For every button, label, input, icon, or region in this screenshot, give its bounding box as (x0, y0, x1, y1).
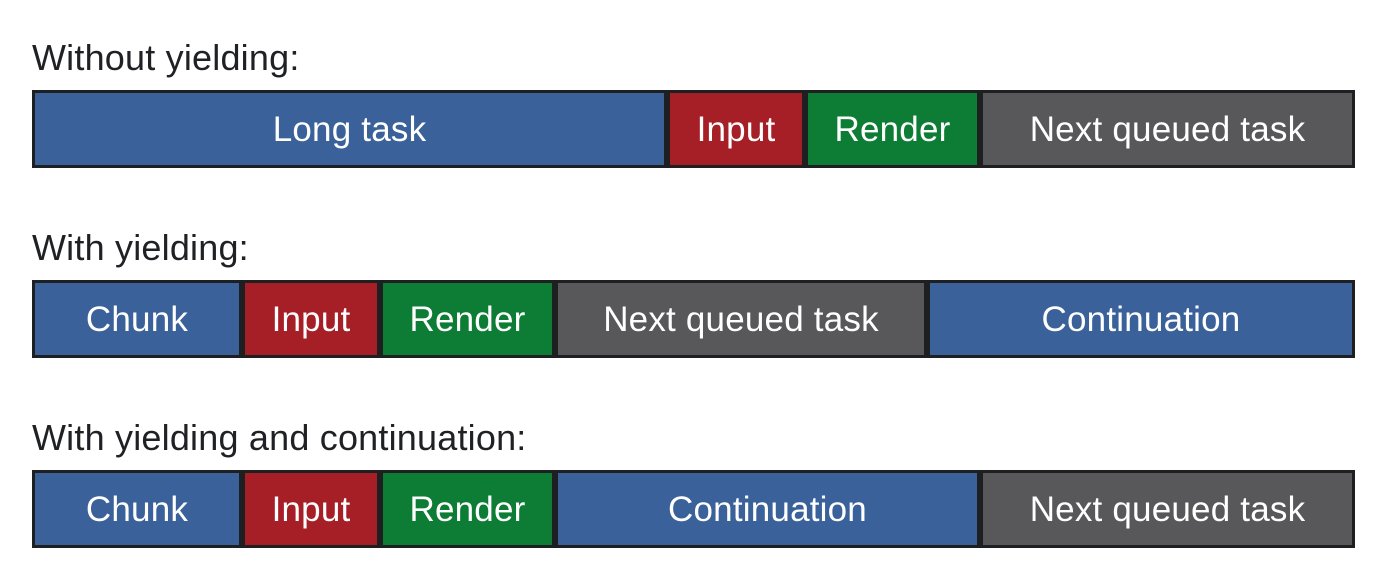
segment-label: Chunk (85, 489, 189, 529)
diagram-section: With yielding and continuation: Chunk Inp… (32, 416, 1396, 548)
segment-render: Render (380, 280, 555, 358)
segment-label: Continuation (1041, 299, 1241, 339)
segment-label: Render (409, 299, 526, 339)
segment-input: Input (667, 90, 805, 168)
segment-label: Input (271, 299, 351, 339)
segment-input: Input (242, 280, 380, 358)
segment-label: Render (409, 489, 526, 529)
task-bar: Chunk Input Render Next queued task Continua… (32, 280, 1355, 358)
segment-next-queued-task: Next queued task (555, 280, 927, 358)
task-bar: Long task Input Render Next queued task (32, 90, 1355, 168)
diagram-section: Without yielding: Long task Input Render Ne… (32, 36, 1396, 226)
segment-next-queued-task: Next queued task (980, 470, 1355, 548)
row-label: With yielding: (32, 227, 249, 268)
segment-continuation: Continuation (555, 470, 980, 548)
segment-label: Chunk (85, 299, 189, 339)
segment-chunk: Chunk (32, 470, 242, 548)
segment-render: Render (380, 470, 555, 548)
row-label: Without yielding: (32, 37, 300, 78)
segment-label: Next queued task (1029, 109, 1306, 149)
segment-render: Render (805, 90, 980, 168)
segment-label: Continuation (668, 489, 867, 529)
segment-label: Input (696, 109, 776, 149)
segment-next-queued-task: Next queued task (980, 90, 1355, 168)
segment-label: Long task (272, 109, 427, 149)
segment-label: Next queued task (603, 299, 879, 339)
segment-long-task: Long task (32, 90, 667, 168)
section-spacer (32, 168, 1396, 226)
segment-input: Input (242, 470, 380, 548)
segment-chunk: Chunk (32, 280, 242, 358)
row-label: With yielding and continuation: (32, 417, 527, 458)
segment-continuation: Continuation (927, 280, 1355, 358)
diagram-section: With yielding: Chunk Input Render Next queu… (32, 226, 1396, 416)
segment-label: Next queued task (1029, 489, 1306, 529)
segment-label: Render (834, 109, 951, 149)
task-bar: Chunk Input Render Continuation Next queued … (32, 470, 1355, 548)
segment-label: Input (271, 489, 351, 529)
section-spacer (32, 358, 1396, 416)
